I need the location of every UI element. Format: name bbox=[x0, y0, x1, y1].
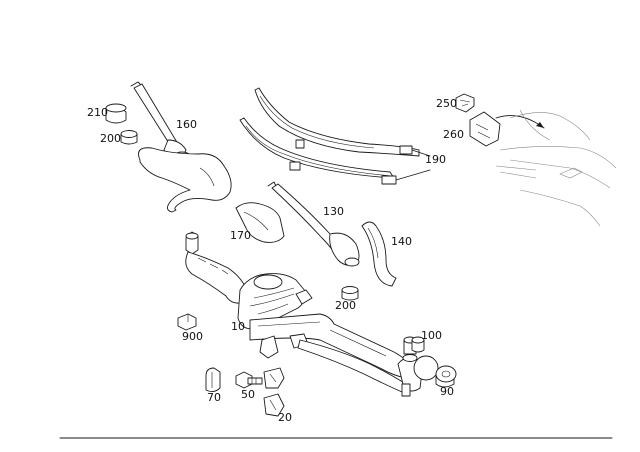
label-160: 160 bbox=[176, 118, 197, 131]
label-260: 260 bbox=[443, 128, 464, 141]
part-90-grommet bbox=[413, 355, 457, 388]
part-70-clip bbox=[205, 367, 221, 393]
part-250-clip bbox=[455, 93, 475, 113]
label-250: 250 bbox=[436, 97, 457, 110]
part-130-wiper-arm bbox=[267, 181, 360, 267]
part-100-collar bbox=[411, 336, 425, 353]
part-200-nut-upper bbox=[120, 130, 138, 145]
part-20-brackets bbox=[263, 367, 285, 417]
part-170-cover bbox=[235, 202, 285, 243]
part-50-screw bbox=[235, 371, 263, 389]
label-20: 20 bbox=[278, 411, 292, 424]
label-210: 210 bbox=[87, 106, 108, 119]
label-50: 50 bbox=[241, 388, 255, 401]
part-210-cap bbox=[105, 103, 127, 124]
label-140: 140 bbox=[391, 235, 412, 248]
part-160-wiper-arm bbox=[130, 81, 232, 213]
label-100: 100 bbox=[421, 329, 442, 342]
part-140-cover bbox=[361, 221, 397, 287]
part-260-cover bbox=[469, 111, 545, 147]
part-10-wiper-linkage bbox=[185, 231, 423, 397]
label-70: 70 bbox=[207, 391, 221, 404]
label-10: 10 bbox=[231, 320, 245, 333]
label-900: 900 bbox=[182, 330, 203, 343]
label-200-upper: 200 bbox=[100, 132, 121, 145]
label-200-lower: 200 bbox=[335, 299, 356, 312]
label-90: 90 bbox=[440, 385, 454, 398]
part-200-nut-lower bbox=[341, 286, 359, 301]
part-190-wiper-blades bbox=[239, 87, 431, 185]
label-170: 170 bbox=[230, 229, 251, 242]
label-130: 130 bbox=[323, 205, 344, 218]
vehicle-outline bbox=[495, 109, 617, 227]
label-190: 190 bbox=[425, 153, 446, 166]
part-900-plug bbox=[177, 313, 197, 331]
